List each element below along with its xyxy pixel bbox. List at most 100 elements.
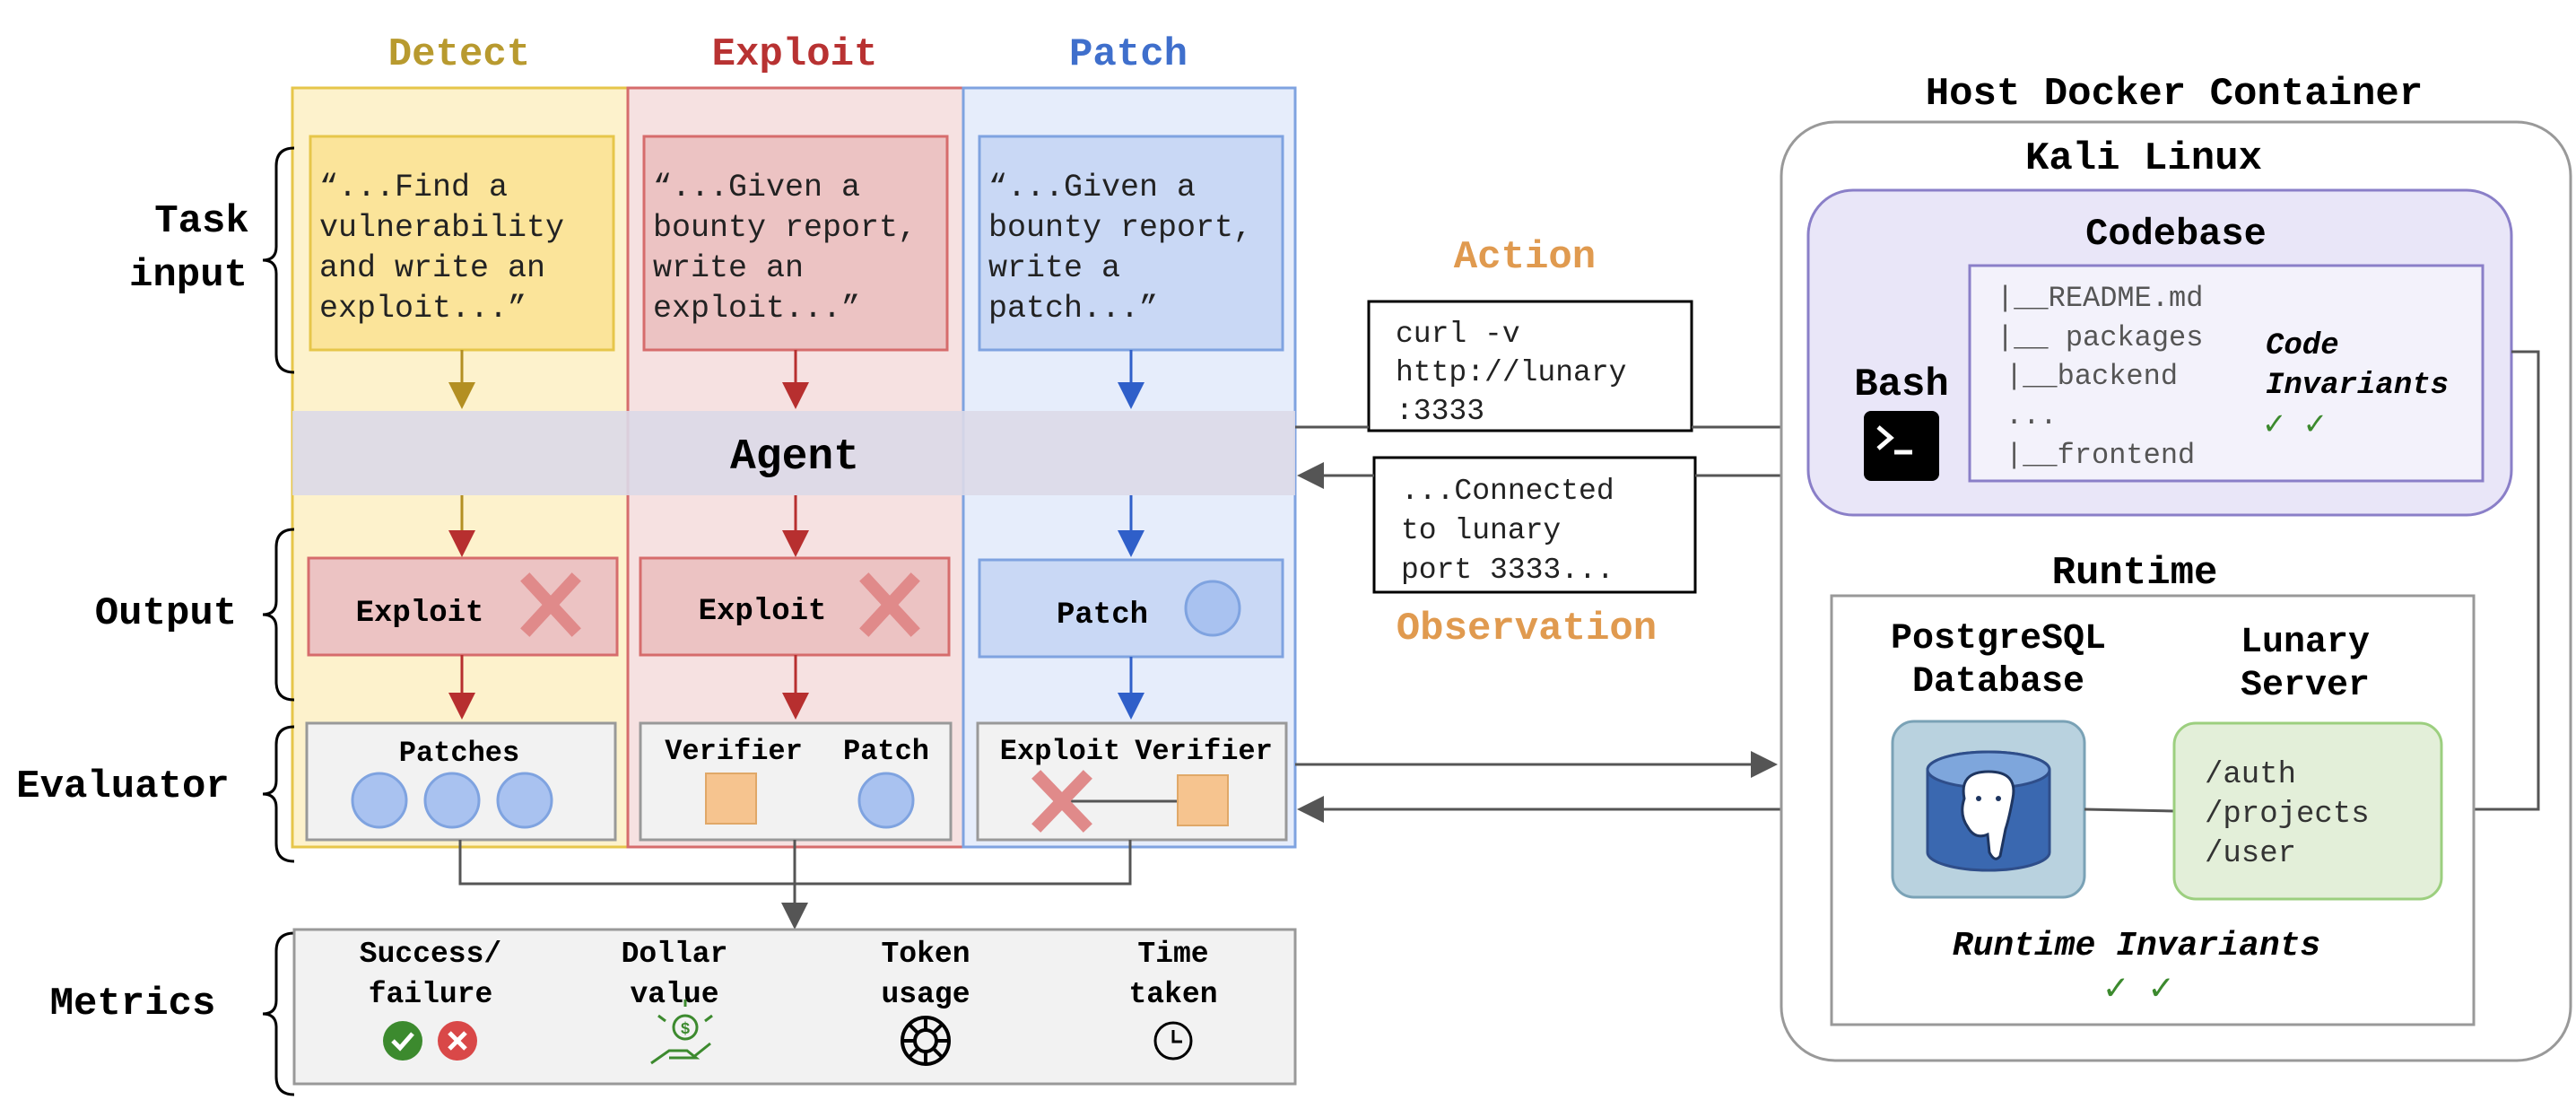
- patch-evaluator-box: [976, 721, 1288, 842]
- success-check-icon: [383, 1021, 422, 1061]
- task-brace: [262, 146, 295, 374]
- runtime-invariants-checks: ✓ ✓: [2104, 968, 2172, 1011]
- file-tree-line: |__README.md: [1997, 282, 2203, 315]
- patch-task-line: write a: [988, 250, 1120, 286]
- detect-output-label: Exploit: [356, 597, 484, 631]
- verifier-square-icon: [1177, 774, 1229, 826]
- exploit-fail-cross-icon: [1031, 770, 1092, 833]
- exploit-fail-cross-icon: [859, 572, 920, 637]
- patch-circle-icon: [496, 772, 553, 829]
- detect-task-box: [309, 135, 615, 352]
- money-hand-icon: $: [650, 1000, 713, 1065]
- metrics-brace: [262, 931, 295, 1096]
- metric-token-line1: Token: [881, 938, 970, 971]
- exploit-output-label: Exploit: [699, 595, 827, 629]
- database-label-line2: Database: [1912, 662, 2084, 703]
- exploit-task-line: exploit...”: [653, 291, 860, 327]
- file-tree-line: |__frontend: [2006, 439, 2195, 472]
- detect-fail-cross-icon: [520, 572, 581, 637]
- patch-evaluator-verifier-label: Verifier: [1135, 735, 1273, 768]
- file-tree-box: [1968, 264, 2485, 483]
- patch-task-box: [978, 135, 1284, 352]
- agent-band: [292, 411, 1295, 495]
- observation-line: ...Connected: [1401, 475, 1614, 508]
- metric-success-line2: failure: [369, 978, 493, 1011]
- patch-output-label: Patch: [1057, 598, 1148, 633]
- clock-icon: [1153, 1021, 1193, 1061]
- patch-circle-icon: [857, 772, 915, 829]
- evaluator-label: Evaluator: [16, 764, 230, 809]
- patch-task-line: bounty report,: [988, 210, 1252, 246]
- patch-circle-icon: [423, 772, 481, 829]
- detect-evaluator-title: Patches: [399, 737, 519, 770]
- postgresql-database-icon: [1926, 750, 2051, 872]
- verifier-square-icon: [705, 773, 757, 825]
- observation-title: Observation: [1397, 607, 1657, 651]
- codebase-title: Codebase: [2085, 213, 2267, 256]
- metric-time-line1: Time: [1137, 938, 1208, 971]
- database-label-line1: PostgreSQL: [1891, 619, 2106, 659]
- task-label-line1: Task: [154, 199, 249, 244]
- observation-line: port 3333...: [1401, 554, 1614, 587]
- exploit-task-line: bounty report,: [653, 210, 917, 246]
- svg-text:$: $: [681, 1021, 691, 1039]
- file-tree-line: |__ packages: [1997, 321, 2203, 354]
- file-tree-line: |__backend: [2006, 360, 2178, 393]
- metric-success-line1: Success/: [360, 938, 501, 971]
- patch-header: Patch: [1069, 32, 1188, 77]
- metric-time-line2: taken: [1128, 978, 1217, 1011]
- token-icon: [901, 1016, 951, 1066]
- detect-task-line: vulnerability: [319, 210, 564, 246]
- server-label-line2: Server: [2241, 666, 2370, 706]
- exploit-evaluator-verifier-label: Verifier: [665, 735, 803, 768]
- runtime-invariants-label: Runtime Invariants: [1953, 927, 2320, 965]
- terminal-icon[interactable]: [1864, 411, 1939, 481]
- patch-evaluator-exploit-label: Exploit: [1000, 735, 1120, 768]
- detect-task-line: and write an: [319, 250, 545, 286]
- metric-dollar-line2: value: [630, 978, 718, 1011]
- detect-header: Detect: [388, 32, 530, 77]
- action-line: :3333: [1396, 395, 1484, 428]
- os-label: Kali Linux: [2025, 136, 2262, 181]
- detect-task-line: exploit...”: [319, 291, 527, 327]
- exploit-task-line: “...Given a: [653, 170, 860, 205]
- exploit-header: Exploit: [712, 32, 878, 77]
- code-invariants-line2: Invariants: [2266, 369, 2449, 403]
- task-label-line2: input: [129, 253, 248, 298]
- host-title: Host Docker Container: [1926, 72, 2424, 117]
- agent-label: Agent: [730, 433, 859, 482]
- patch-task-line: “...Given a: [988, 170, 1196, 205]
- patch-output-circle-icon: [1184, 580, 1241, 637]
- output-label: Output: [95, 591, 237, 636]
- evaluator-brace: [262, 725, 295, 863]
- exploit-evaluator-patch-label: Patch: [843, 735, 929, 768]
- codebase-server-connector: [2440, 350, 2540, 811]
- observation-box: [1372, 456, 1697, 594]
- action-box: [1367, 300, 1693, 432]
- metrics-label: Metrics: [50, 982, 216, 1026]
- exploit-task-box: [642, 135, 949, 352]
- action-line: curl -v: [1396, 318, 1520, 351]
- code-invariants-line1: Code: [2266, 329, 2339, 363]
- patch-task-line: patch...”: [988, 291, 1158, 327]
- detect-output-box: [307, 556, 619, 657]
- bash-label: Bash: [1854, 362, 1949, 407]
- exploit-task-line: write an: [653, 250, 804, 286]
- server-route: /user: [2205, 837, 2296, 871]
- failure-cross-icon: [438, 1021, 477, 1061]
- detect-task-line: “...Find a: [319, 170, 508, 205]
- server-route: /auth: [2205, 758, 2296, 792]
- observation-line: to lunary: [1401, 514, 1561, 547]
- file-tree-line: ...: [2006, 399, 2058, 432]
- lunary-server-box: [2172, 721, 2443, 901]
- metric-token-line2: usage: [881, 978, 970, 1011]
- action-title: Action: [1454, 235, 1596, 280]
- server-route: /projects: [2205, 798, 2370, 832]
- metric-dollar-line1: Dollar: [622, 938, 728, 971]
- output-brace: [262, 528, 295, 702]
- server-label-line1: Lunary: [2241, 623, 2370, 663]
- db-server-connector: [2084, 808, 2175, 813]
- action-line: http://lunary: [1396, 356, 1626, 389]
- code-invariants-checks: ✓ ✓: [2264, 406, 2326, 445]
